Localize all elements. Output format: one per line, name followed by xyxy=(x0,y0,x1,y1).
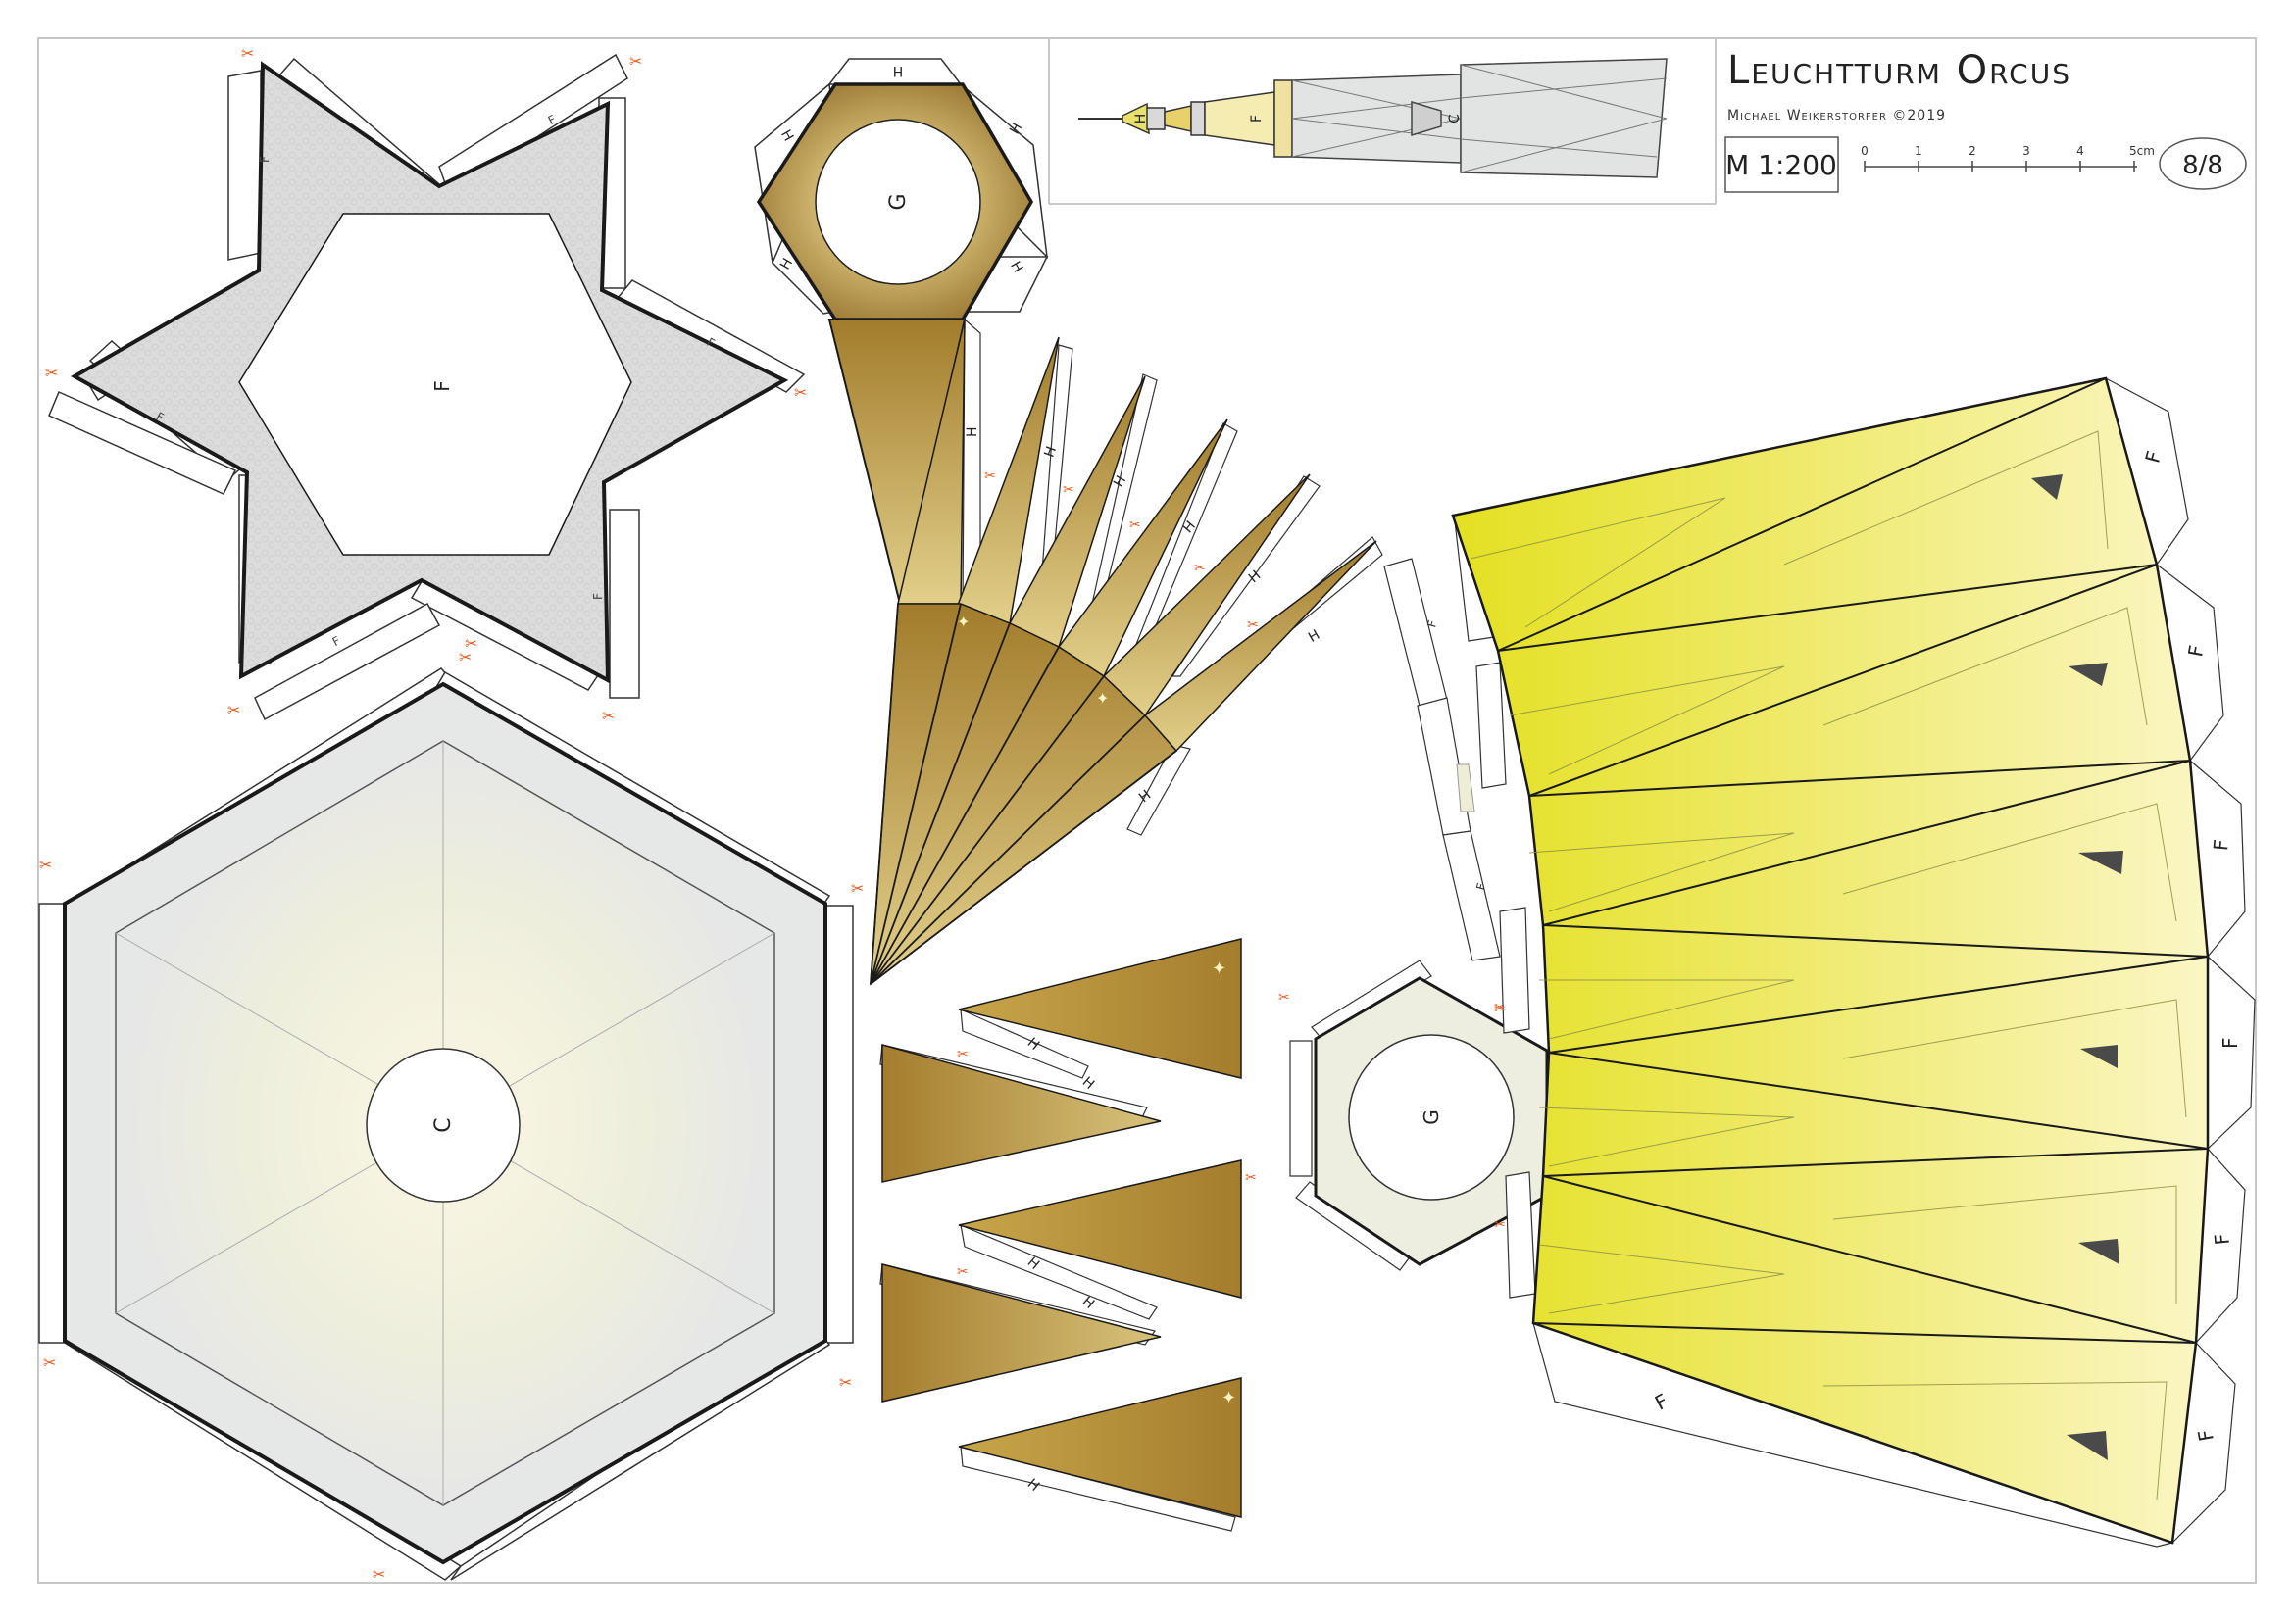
window-icon xyxy=(2078,1239,2119,1264)
yellow-shell-part: F F F F F F F F F xyxy=(1383,376,2256,1548)
ruler-tick-0: 0 xyxy=(1861,144,1869,158)
scissors-icon: ✂ xyxy=(957,1047,969,1062)
sparkle-icon: ✦ xyxy=(1212,959,1226,979)
ruler-tick-1: 1 xyxy=(1915,144,1922,158)
scale-box xyxy=(1724,136,1839,193)
author-credit: Michael Weikerstorfer ©2019 xyxy=(1727,108,1946,123)
small-hexagon-part: G ✂ ✂ ✂ ✂ xyxy=(1245,960,1549,1271)
gold-triangle xyxy=(881,1044,1162,1183)
star-inner-hexagon xyxy=(238,213,632,556)
ruler-tick-5: 5cm xyxy=(2129,144,2155,158)
scissors-icon: ✂ xyxy=(43,1353,56,1372)
tab-label-f: F xyxy=(1424,618,1439,628)
tab-label-f: F xyxy=(591,593,605,600)
tab-label-f: F xyxy=(1473,881,1488,891)
hexagon-hole-c xyxy=(366,1048,521,1203)
gold-triangle xyxy=(958,938,1242,1079)
window-icon xyxy=(2069,663,2108,686)
window-icon xyxy=(2078,851,2123,874)
title-block: H F C Leuchtturm Orcus Michael Weikersto… xyxy=(1048,38,2247,205)
scissors-icon: ✂ xyxy=(957,1264,969,1280)
gold-triangles: H H H H H ✦ ✦ ✂ ✂ xyxy=(879,938,1242,1532)
scale-label: M 1:200 xyxy=(1725,149,1837,181)
gold-ring-label-g: G xyxy=(886,193,911,210)
scissors-icon: ✂ xyxy=(1063,482,1074,498)
page-number: 8/8 xyxy=(2182,151,2223,180)
shell-body xyxy=(1451,376,2210,1545)
preview-label-f: F xyxy=(1249,115,1265,123)
scissors-icon: ✂ xyxy=(373,1565,385,1584)
sparkle-icon: ✦ xyxy=(1221,1388,1236,1408)
scissors-icon: ✂ xyxy=(465,634,477,653)
scissors-icon: ✂ xyxy=(1278,990,1290,1006)
scissors-icon: ✂ xyxy=(1247,617,1259,633)
scissors-icon: ✂ xyxy=(241,44,254,63)
ruler-tick-2: 2 xyxy=(1969,144,1976,158)
preview-label-c: C xyxy=(1447,114,1463,123)
gold-triangle xyxy=(958,1159,1242,1299)
tab-label-h: H xyxy=(893,63,904,78)
window-icon xyxy=(2067,1431,2108,1460)
ruler-tick-4: 4 xyxy=(2076,144,2084,158)
window-icons xyxy=(2031,474,2123,1460)
tab-label-h: H xyxy=(965,426,980,437)
scissors-icon: ✂ xyxy=(1245,1170,1257,1186)
cap-fan: H H H H H H H ✦ ✦ ✂ ✂ ✂ ✂ ✂ xyxy=(870,318,1383,986)
tab-label-f: F xyxy=(2209,838,2233,852)
large-hexagon-part: C ✂ ✂ ✂ ✂ ✂ ✂ xyxy=(38,648,864,1584)
ruler: 0 1 2 3 4 5cm xyxy=(1861,144,2155,172)
small-hexagon-hole-g xyxy=(1348,1034,1515,1201)
scissors-icon: ✂ xyxy=(839,1373,852,1392)
page-number-badge xyxy=(2159,137,2247,190)
window-icon xyxy=(2031,474,2063,500)
window-icon xyxy=(2080,1045,2118,1068)
sparkle-icon: ✦ xyxy=(1096,689,1109,708)
preview-label-h: H xyxy=(1133,114,1149,124)
star-platform-part: F F F F F F F ✂ ✂ ✂ ✂ ✂ ✂ ✂ xyxy=(45,44,807,725)
scissors-icon: ✂ xyxy=(1194,561,1206,576)
tab-label-f: F xyxy=(2218,1037,2242,1049)
scissors-icon: ✂ xyxy=(1129,517,1141,533)
tab-label-f: F xyxy=(258,156,272,163)
ruler-tick-3: 3 xyxy=(2022,144,2030,158)
scissors-icon: ✂ xyxy=(1494,1002,1506,1017)
sparkle-icon: ✦ xyxy=(957,613,970,631)
small-hexagon-label-g: G xyxy=(1420,1109,1443,1125)
scissors-icon: ✂ xyxy=(629,52,642,71)
scissors-icon: ✂ xyxy=(794,383,807,402)
scissors-icon: ✂ xyxy=(39,856,52,874)
glue-tab xyxy=(227,70,262,261)
tab-label-f: F xyxy=(2183,643,2209,659)
sheet-title: Leuchtturm Orcus xyxy=(1727,48,2071,93)
hexagon-label-c: C xyxy=(431,1117,456,1132)
scissors-icon: ✂ xyxy=(459,648,472,666)
scissors-icon: ✂ xyxy=(227,701,240,719)
scissors-icon: ✂ xyxy=(1494,1217,1506,1233)
scissors-icon: ✂ xyxy=(602,707,615,725)
tab-label-f: F xyxy=(2193,1428,2218,1444)
tab-label-h: H xyxy=(1041,444,1060,459)
gold-cap-part: H H H H H G xyxy=(754,58,1383,986)
gold-ring-hole-g xyxy=(815,119,981,285)
scissors-icon: ✂ xyxy=(851,879,864,898)
scissors-icon: ✂ xyxy=(45,364,58,382)
tab-label-h: H xyxy=(1306,627,1322,646)
star-label-f: F xyxy=(430,380,454,392)
tab-label-f: F xyxy=(330,634,343,650)
scissors-icon: ✂ xyxy=(1494,1000,1506,1015)
gold-triangle xyxy=(958,1377,1242,1518)
lighthouse-preview: H F C xyxy=(1078,58,1668,178)
gold-triangle xyxy=(881,1263,1162,1403)
sheet-border xyxy=(37,37,2257,1584)
scissors-icon: ✂ xyxy=(984,468,996,484)
tab-label-f: F xyxy=(2210,1233,2234,1247)
